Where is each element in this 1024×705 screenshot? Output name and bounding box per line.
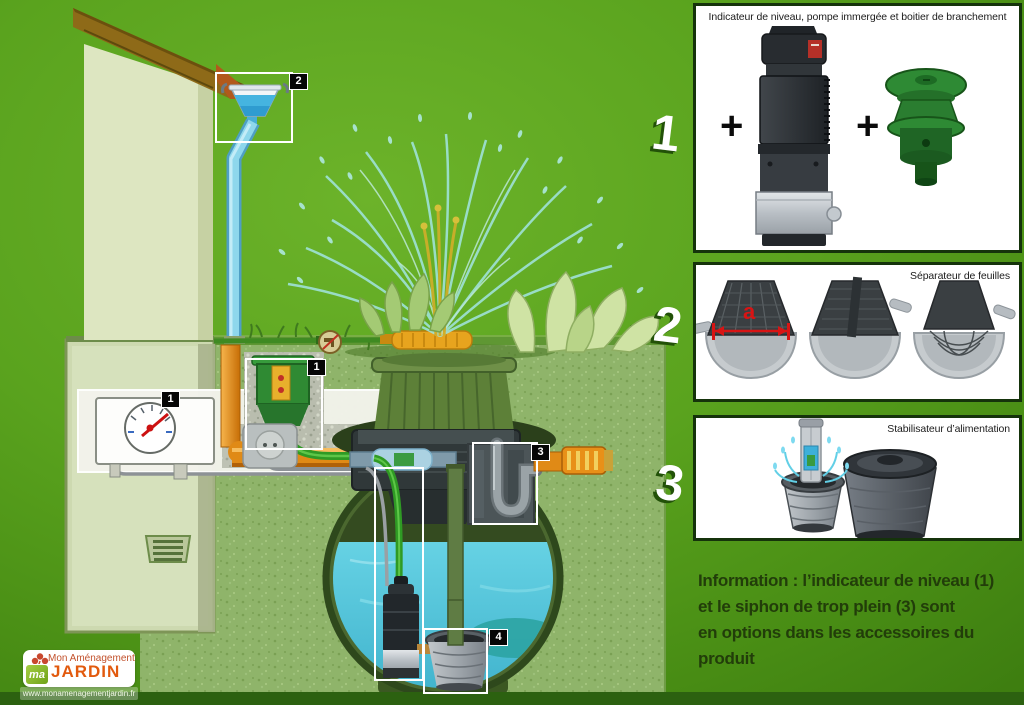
callout-box-pump — [374, 467, 424, 681]
accessory-panel-inlet-stabilizer: Stabilisateur d’alimentation — [693, 415, 1022, 541]
gutter-separator-2 — [808, 276, 912, 379]
accessory-panel-leaf-separator: a — [693, 262, 1022, 402]
panel-title-pump-kit: Indicateur de niveau, pompe immergée et … — [708, 11, 1007, 23]
logo-monogram-badge: ma — [25, 664, 49, 685]
pump-kit-photo — [755, 26, 967, 246]
brand-logo: Mon Aménagement ma JARDIN www.monamenage… — [20, 645, 138, 700]
leaf-separator-photos: a — [696, 276, 1016, 379]
callout-chip-level-indicator: 1 — [161, 391, 180, 408]
plants — [359, 270, 660, 353]
wall-power-socket — [242, 423, 358, 471]
logo-brand-main: JARDIN — [51, 662, 121, 681]
callout-box-inlet-stabilizer — [423, 628, 488, 694]
accessory-panel-pump-kit: Indicateur de niveau, pompe immergée et … — [693, 3, 1022, 253]
callout-chip-leaf-separator: 2 — [289, 73, 308, 90]
submersible-pump-product — [755, 26, 842, 246]
inlet-stabilizer-bucket — [425, 599, 493, 691]
bottom-strip — [0, 692, 1024, 705]
callout-chip-overflow-siphon: 3 — [531, 444, 550, 461]
connection-box-product — [885, 68, 967, 186]
accessory-number-2: 2 — [650, 295, 686, 355]
inlet-stabilizer-photo — [773, 418, 937, 538]
no-tap-water-icon — [318, 330, 342, 354]
plus-sign: + — [856, 104, 880, 148]
info-line-1: Information : l’indicateur de niveau (1) — [698, 571, 994, 590]
panel-title-inlet-stabilizer: Stabilisateur d’alimentation — [887, 423, 1010, 435]
house-wall — [84, 44, 213, 340]
callout-box-overflow-siphon — [472, 442, 538, 525]
callout-box-leaf-separator — [215, 72, 293, 143]
stabilizer-bucket-large — [843, 449, 937, 538]
callout-chip-inlet-stabilizer: 4 — [489, 629, 508, 646]
plus-sign: + — [720, 104, 744, 148]
house-foundation — [64, 336, 216, 634]
gutter-separator-3 — [912, 280, 1016, 379]
gutter-separator-1: a — [696, 280, 798, 379]
overflow-siphon — [467, 437, 543, 525]
callout-box-connection-box — [245, 358, 323, 450]
panel-title-leaf-separator: Séparateur de feuilles — [910, 270, 1010, 282]
stabilizer-tube — [773, 418, 849, 483]
callout-chip-connection-box: 1 — [307, 359, 326, 376]
info-line-3: en options dans les accessoires du produ… — [698, 623, 975, 668]
accessory-number-1: 1 — [648, 103, 684, 163]
info-line-2: et le siphon de trop plein (3) sont — [698, 597, 955, 616]
leaf-separator-funnel — [221, 82, 289, 128]
accessory-number-3: 3 — [652, 453, 688, 513]
logo-website-url: www.monamenagementjardin.fr — [20, 687, 138, 700]
level-indicator-gauge — [95, 397, 360, 480]
options-info-text: Information : l’indicateur de niveau (1)… — [698, 568, 1023, 672]
gutter-dimension-label: a — [743, 299, 756, 324]
pump-power-cable — [365, 466, 389, 587]
logo-brand-top: Mon Aménagement — [48, 653, 135, 664]
basement-drain-grate — [144, 535, 192, 563]
